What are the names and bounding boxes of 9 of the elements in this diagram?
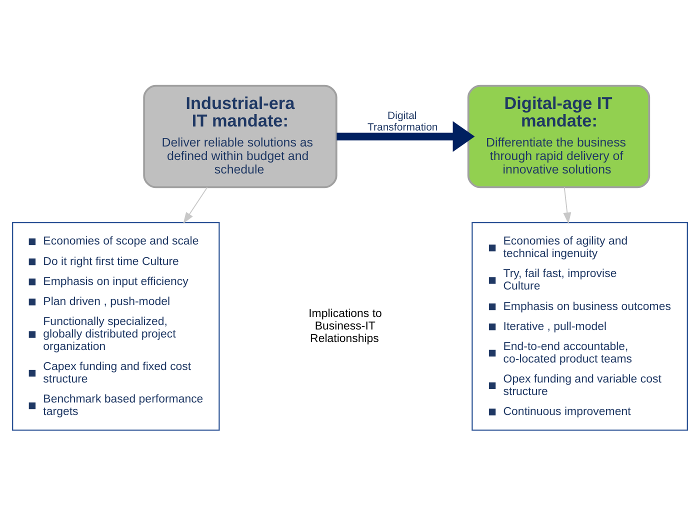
node-box: Industrial-era IT mandate: Deliver reliable solutions as defined within budget and schedule (143, 84, 338, 188)
node-box: Economies of agility and technical ingenuity Try, fail fast, improvise Culture Emphasis on business outcomes Iterative , pull-model End-to-end accountable, co-located product teams Opex funding and variable cost structure Continuous improvement (472, 222, 688, 431)
arrow (336, 121, 475, 152)
node-box: Economies of scope and scale Do it right first time Culture Emphasis on input efficiency Plan driven , push-model Functionally specialized, globally distributed project organization Capex funding and fixed cost structure Benchmark based performance targets (12, 222, 220, 431)
node-box: Digital-age IT mandate: Differentiate the business through rapid delivery of innovative solutions (467, 84, 650, 188)
label: Implications to Business-IT Relationships (308, 308, 382, 345)
arrow (563, 186, 572, 224)
edge-label: Digital Transformation (367, 110, 438, 134)
arrow (183, 186, 208, 224)
